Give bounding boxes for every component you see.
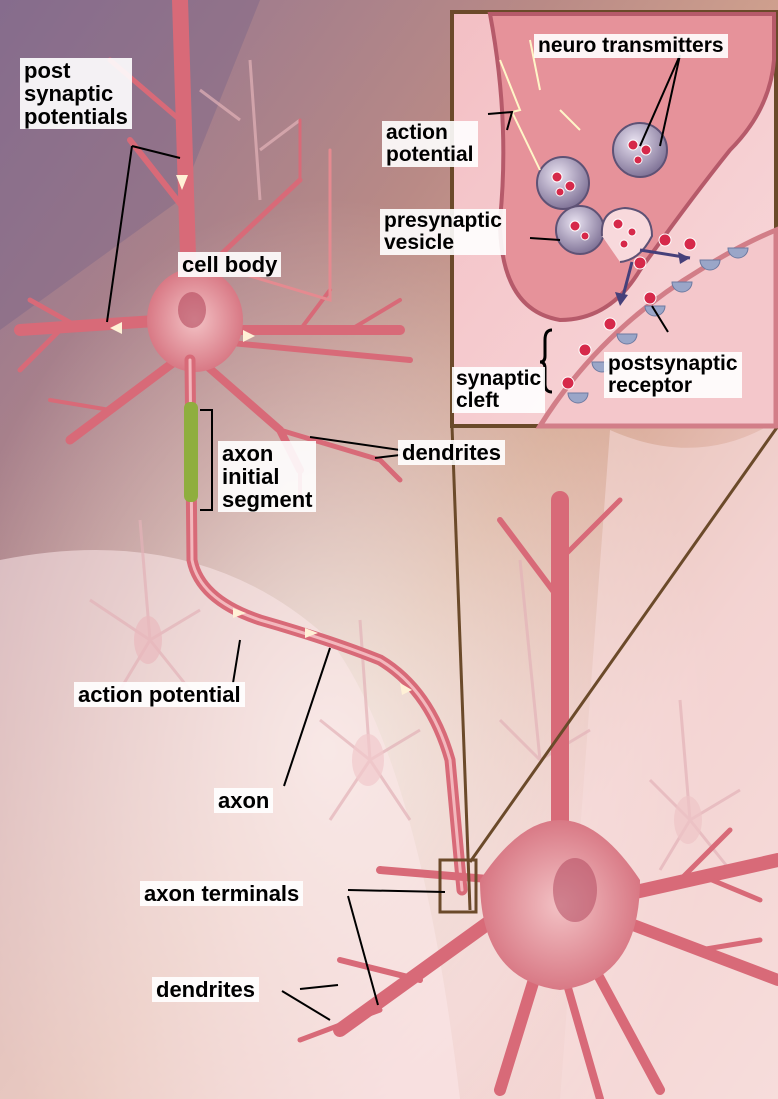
label-dendrites-lower: dendrites — [152, 977, 259, 1002]
label-axon-terminals: axon terminals — [140, 881, 303, 906]
label-action-potential: action potential — [74, 682, 245, 707]
label-axon: axon — [214, 788, 273, 813]
label-postsynaptic-receptor: postsynaptic receptor — [604, 352, 742, 398]
label-presynaptic-vesicle: presynaptic vesicle — [380, 209, 506, 255]
axon-initial-segment-highlight — [184, 402, 198, 502]
label-synaptic-cleft: synaptic cleft — [452, 367, 545, 413]
label-neuro-transmitters: neuro transmitters — [534, 34, 728, 58]
label-post-synaptic-potentials: post synaptic potentials — [20, 58, 132, 129]
label-axon-initial-segment: axon initial segment — [218, 441, 316, 512]
label-inset-action-potential: action potential — [382, 121, 478, 167]
label-dendrites-upper: dendrites — [398, 440, 505, 465]
label-cell-body: cell body — [178, 252, 281, 277]
